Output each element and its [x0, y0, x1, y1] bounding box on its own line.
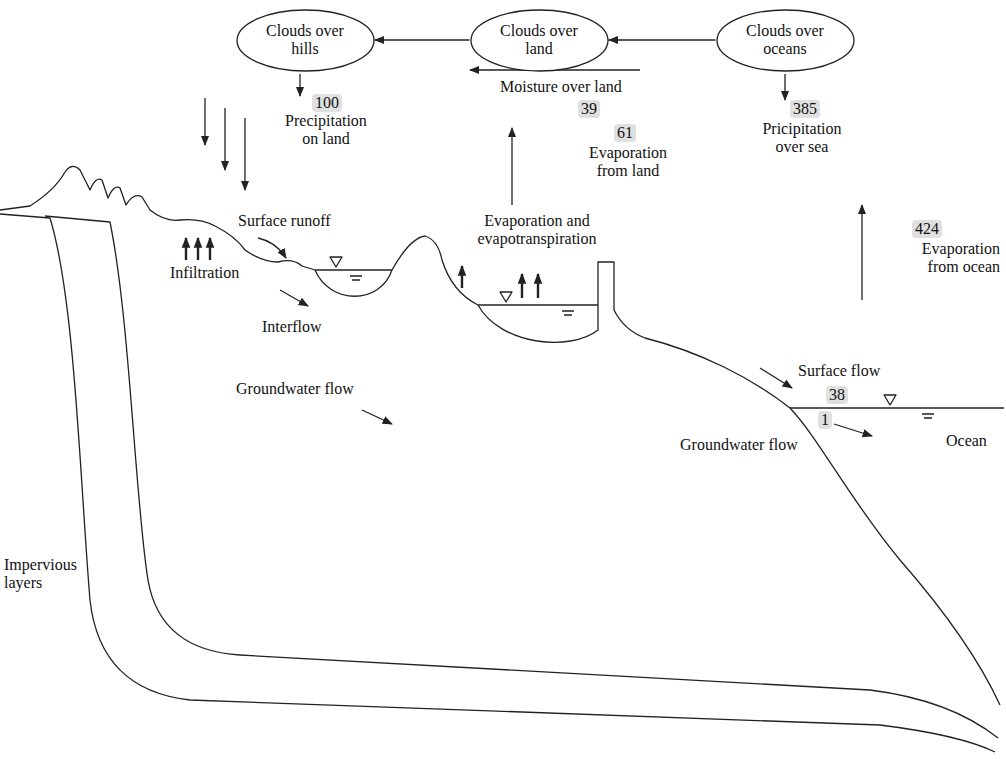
surface-flow-arrow	[760, 368, 792, 388]
infiltration-arrow	[185, 238, 187, 260]
groundwater-arrow	[362, 410, 392, 424]
process-label: Evaporation from land	[578, 144, 678, 181]
cloud-label: Clouds over oceans	[739, 22, 831, 59]
cloud-text-box: Clouds over land	[470, 9, 609, 72]
runoff-arrow	[258, 238, 286, 258]
water-mark	[562, 311, 574, 315]
cloud-label: Clouds over land	[493, 22, 585, 59]
impervious-layer-lower	[0, 214, 995, 752]
process-label: Precipitation on land	[278, 112, 374, 149]
process-label: Evaporation from ocean	[898, 240, 1000, 277]
water-level-symbol	[500, 292, 512, 302]
water-level-symbol	[330, 257, 342, 267]
quantity-number: 424	[912, 220, 942, 238]
evapotranspiration-arrow	[537, 274, 539, 298]
quantity-number: 385	[790, 100, 820, 118]
interflow-arrow	[280, 290, 308, 306]
cloud-ellipse: Clouds over hills	[236, 9, 375, 72]
process-label: Surface flow	[798, 362, 880, 380]
ground-surface	[0, 166, 1000, 705]
water-mark	[922, 414, 934, 418]
process-label: Interflow	[262, 318, 322, 336]
reservoir-surface	[478, 304, 598, 305]
cloud-label: Clouds over hills	[259, 22, 351, 59]
moisture-transfer-arrow	[609, 39, 716, 40]
cloud-ellipse: Clouds over oceans	[716, 9, 855, 72]
process-label: Groundwater flow	[680, 436, 798, 454]
process-label: Surface runoff	[238, 212, 331, 230]
cloud-ellipse: Clouds over land	[470, 9, 609, 72]
process-label: Evaporation and evapotranspiration	[462, 212, 612, 249]
evapotranspiration-arrow	[461, 266, 463, 288]
evaporation-arrow	[511, 128, 512, 205]
ellipse-outline	[237, 10, 374, 71]
quantity-number: 100	[312, 94, 342, 112]
impervious-layer-upper	[45, 216, 998, 738]
cloud-text-box: Clouds over hills	[236, 9, 375, 72]
rain-arrow	[224, 108, 225, 170]
evaporation-arrow	[861, 205, 862, 300]
precipitation-arrow	[299, 74, 300, 96]
cloud-text-box: Clouds over oceans	[716, 9, 855, 72]
process-label: Ocean	[946, 432, 987, 450]
moisture-transfer-arrow	[375, 39, 470, 40]
ellipse-outline	[717, 10, 854, 71]
quantity-number: 39	[578, 100, 600, 118]
groundwater-arrow	[834, 424, 872, 436]
ellipse-outline	[471, 10, 608, 71]
rain-arrow	[244, 118, 245, 190]
process-label: Moisture over land	[500, 78, 622, 96]
process-label: Groundwater flow	[236, 380, 354, 398]
quantity-number: 38	[826, 386, 848, 404]
evapotranspiration-arrow	[521, 274, 523, 298]
water-mark	[350, 276, 362, 280]
precipitation-arrow	[784, 74, 785, 100]
quantity-number: 1	[818, 411, 832, 429]
process-label: Impervious layers	[4, 556, 84, 593]
process-label: Infiltration	[170, 264, 239, 282]
infiltration-arrow	[209, 238, 211, 260]
water-level-symbol	[884, 395, 896, 405]
lake-surface	[315, 269, 392, 270]
infiltration-arrow	[197, 238, 199, 260]
ocean-surface	[790, 407, 1004, 408]
quantity-number: 61	[614, 124, 636, 142]
rain-arrow	[204, 98, 205, 145]
process-label: Pricipitation over sea	[752, 120, 852, 157]
